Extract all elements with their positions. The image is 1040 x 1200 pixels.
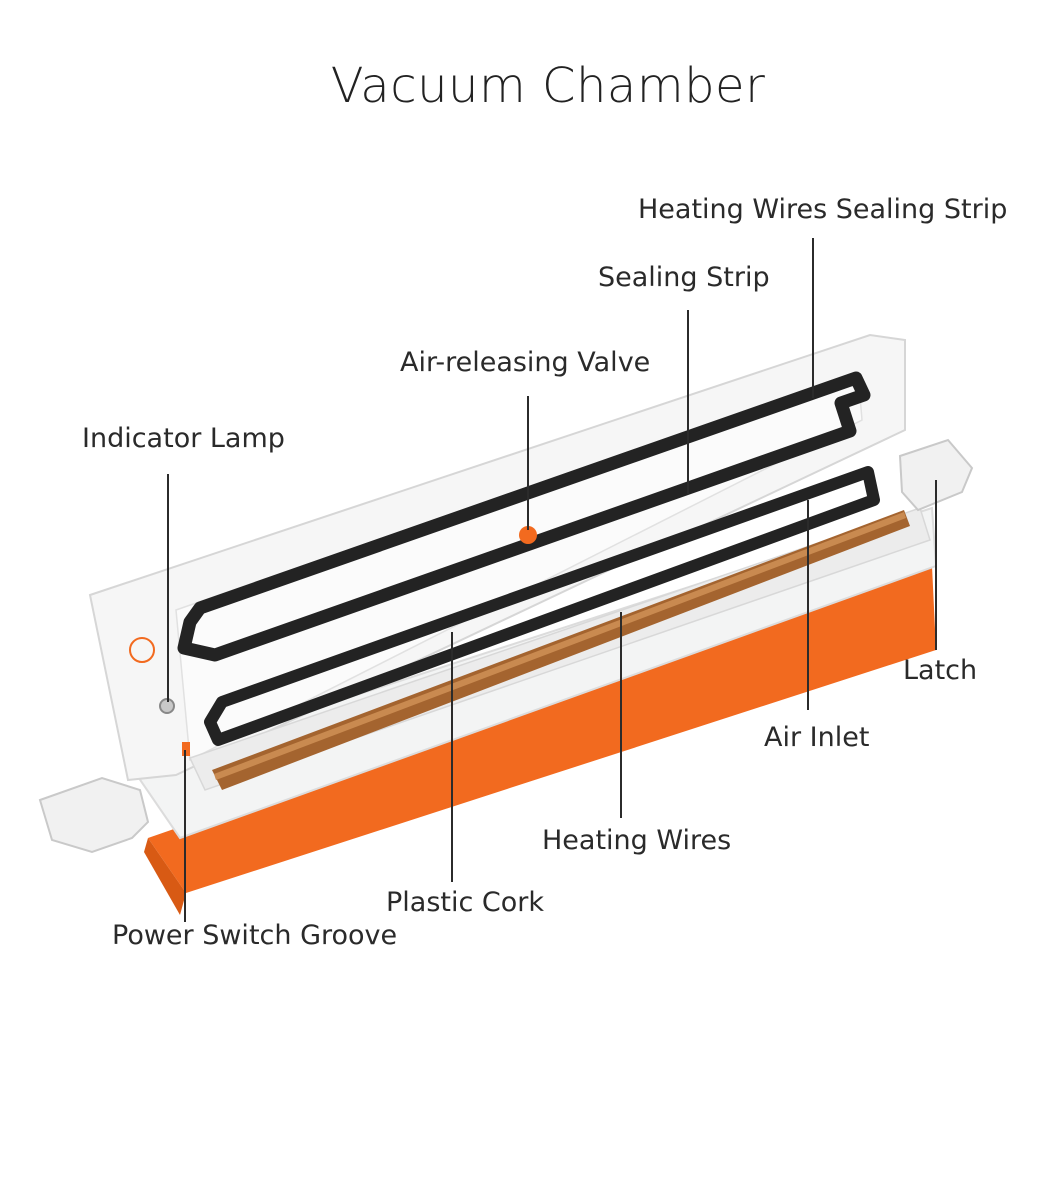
- upper-gasket: [177, 371, 871, 662]
- leader-latch: [935, 480, 937, 650]
- right-latch: [898, 438, 974, 512]
- leader-air-releasing-valve: [527, 396, 529, 530]
- leader-sealing-strip: [687, 310, 689, 494]
- leader-power-switch-groove: [184, 750, 186, 922]
- label-power-switch-groove: Power Switch Groove: [112, 920, 398, 951]
- label-air-releasing-valve: Air-releasing Valve: [400, 347, 651, 378]
- leader-heating-wires-sealing-strip: [812, 238, 814, 398]
- heating-strip-shine: [214, 512, 906, 780]
- lid-hinge-ring: [129, 637, 155, 663]
- label-indicator-lamp: Indicator Lamp: [82, 423, 285, 454]
- orange-base: [148, 566, 936, 893]
- orange-base-side: [144, 838, 186, 915]
- left-latch: [38, 776, 150, 854]
- label-air-inlet: Air Inlet: [764, 722, 870, 753]
- diagram-title: Vacuum Chamber: [330, 58, 766, 114]
- power-switch-groove-mark: [182, 742, 190, 756]
- label-heating-wires-sealing-strip: Heating Wires Sealing Strip: [638, 194, 1008, 225]
- label-heating-wires: Heating Wires: [542, 825, 732, 856]
- label-latch: Latch: [903, 655, 978, 686]
- leader-indicator-lamp: [167, 474, 169, 702]
- lower-gasket: [204, 466, 880, 746]
- leader-air-inlet: [807, 500, 809, 710]
- leader-heating-wires: [620, 612, 622, 818]
- leader-plastic-cork: [451, 632, 453, 882]
- label-plastic-cork: Plastic Cork: [386, 887, 545, 918]
- air-releasing-valve-dot: [519, 526, 537, 544]
- label-sealing-strip: Sealing Strip: [598, 262, 770, 293]
